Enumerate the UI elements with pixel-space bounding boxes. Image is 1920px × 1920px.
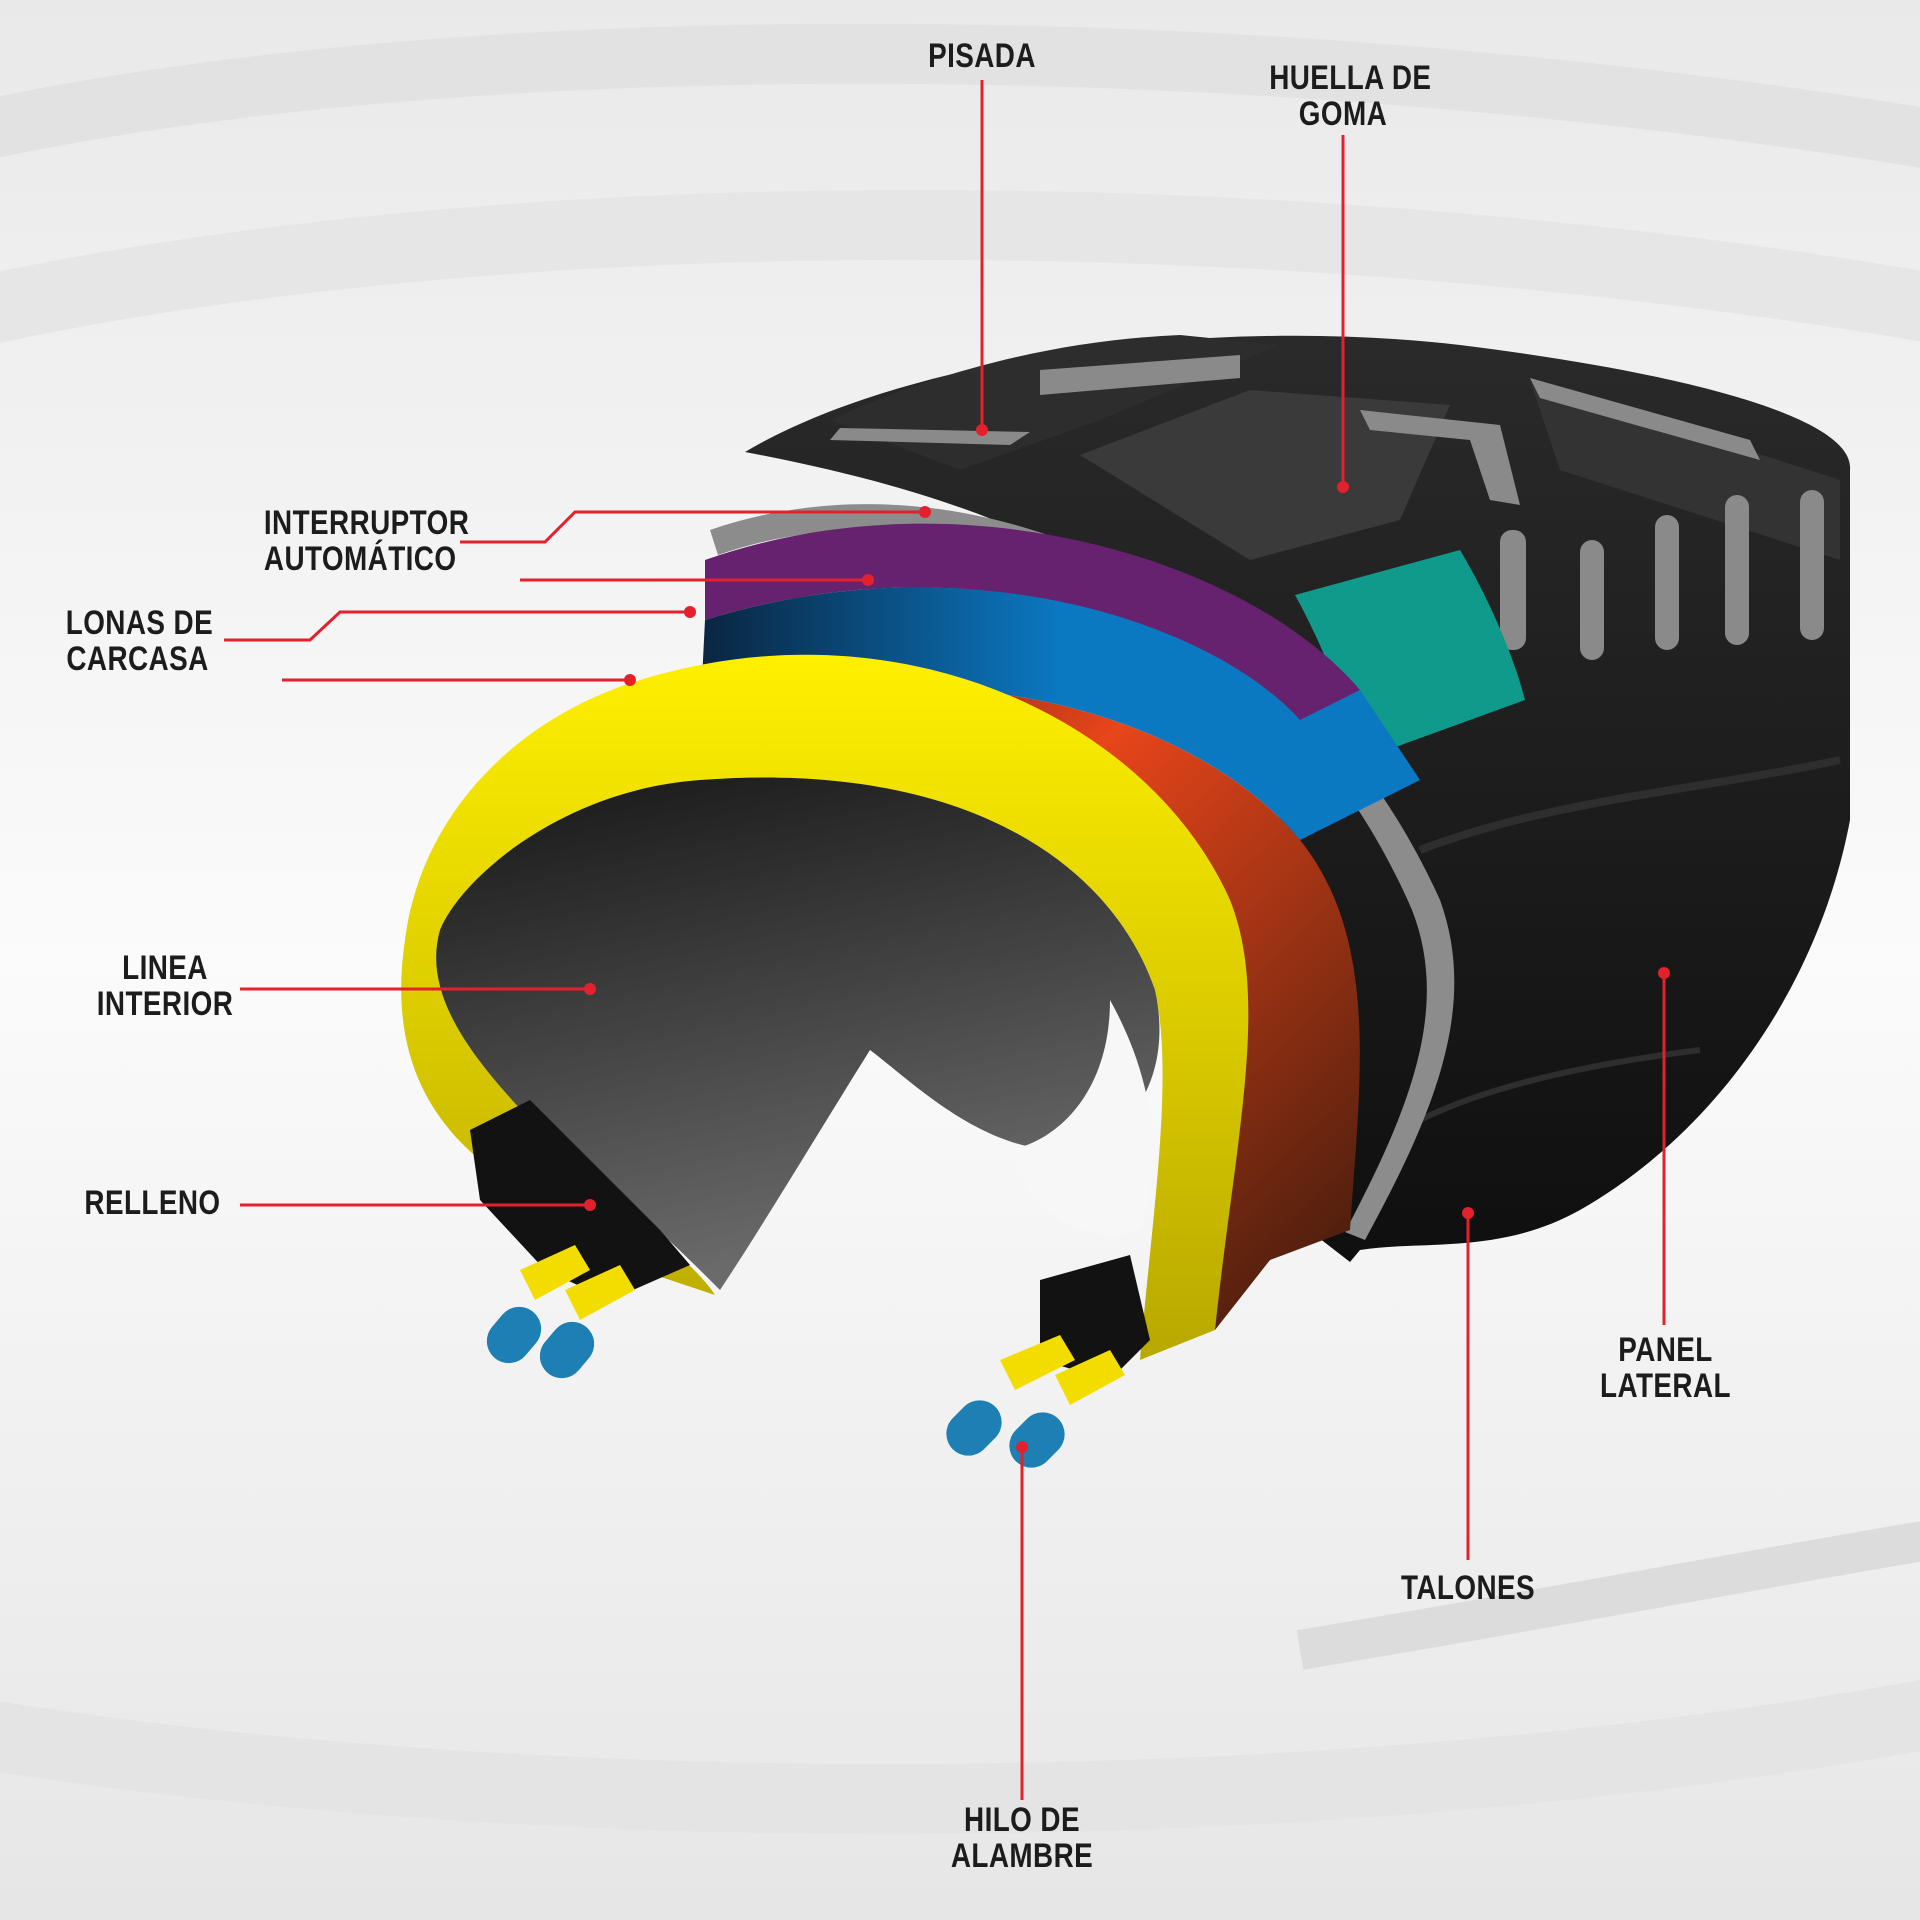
label-hilo-de-alambre: HILO DE ALAMBRE <box>950 1801 1094 1875</box>
tread-groove <box>1360 410 1520 505</box>
cap-ply <box>705 523 1360 725</box>
label-relleno: RELLENO <box>84 1184 221 1222</box>
leader-interruptor-1 <box>460 510 925 544</box>
leader-dots <box>584 424 1670 1453</box>
bg-swoosh <box>0 1679 1920 1835</box>
label-interruptor-automatico: INTERRUPTOR AUTOMÁTICO <box>263 504 470 578</box>
bg-swoosh <box>0 23 1920 168</box>
label-talones: TALONES <box>1400 1569 1536 1607</box>
bead-filler-left <box>470 1100 690 1300</box>
leader-lines <box>224 80 1666 1800</box>
tread-slats <box>1500 490 1824 660</box>
sidewall-line <box>1418 1047 1701 1123</box>
breaker-belt <box>700 587 1420 840</box>
bg-swoosh <box>1296 1521 1920 1670</box>
tread-block <box>1080 390 1450 560</box>
center-gap <box>1010 1000 1153 1235</box>
bg-swoosh <box>0 189 1920 343</box>
inner-liner <box>401 654 1249 1360</box>
tread-block <box>1530 380 1840 560</box>
tread-groove <box>1040 355 1240 395</box>
inner-cavity <box>436 777 1160 1290</box>
tread-groove <box>1530 378 1760 460</box>
label-panel-lateral: PANEL LATERAL <box>1600 1331 1731 1405</box>
label-pisada: PISADA <box>928 37 1036 75</box>
label-huella-de-goma: HUELLA DE GOMA <box>1269 59 1432 133</box>
label-linea-interior: LINEA INTERIOR <box>96 949 234 1023</box>
bead-wires <box>486 1245 1125 1468</box>
sidewall-line <box>1418 756 1841 854</box>
label-lonas-de-carcasa: LONAS DE CARCASA <box>65 604 214 678</box>
leader-lonas-1 <box>224 610 690 642</box>
